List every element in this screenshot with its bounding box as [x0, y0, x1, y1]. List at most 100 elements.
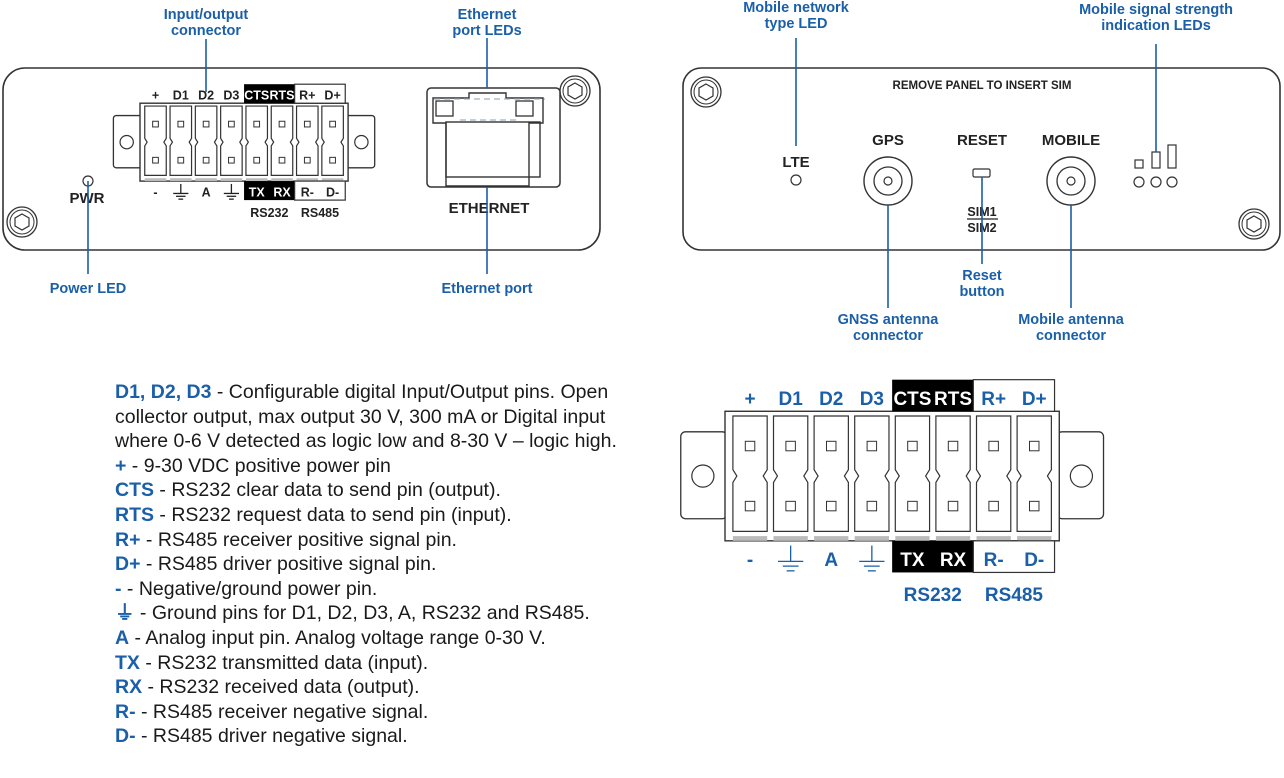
- pin-term: D+: [115, 553, 141, 576]
- mounting-hole-icon: [119, 134, 134, 150]
- rs485-top-label-box: [294, 83, 346, 104]
- ethernet-leds-callout-line1: Ethernet: [458, 7, 517, 23]
- pin-description-item: - - Negative/ground power pin.: [115, 577, 675, 602]
- mounting-hole-icon: [354, 134, 369, 150]
- pin-term: D-: [115, 725, 136, 748]
- pin-label-bottom: TX: [900, 550, 925, 571]
- terminal-screw: [202, 156, 210, 164]
- pin-label-top: D2: [819, 389, 843, 410]
- pin-term: A: [115, 626, 130, 649]
- pin-description-list: D1, D2, D3 - Configurable digital Input/…: [115, 380, 675, 749]
- terminal-screw: [826, 440, 837, 452]
- pin-description-text: - Ground pins for D1, D2, D3, A, RS232 a…: [134, 602, 590, 625]
- terminal-screw: [826, 500, 837, 512]
- connector-flange: [1056, 431, 1105, 520]
- screw-icon: [690, 76, 722, 108]
- pin-label-top: D3: [223, 88, 239, 102]
- pin-description-text: - Analog input pin. Analog voltage range…: [129, 626, 546, 649]
- pin-term: +: [115, 454, 127, 477]
- power-led-callout: Power LED: [50, 281, 127, 297]
- signal-leds-callout-line1: Mobile signal strength: [1079, 2, 1233, 18]
- rs485-bottom-label-box: [972, 540, 1056, 574]
- pin-label-bottom: TX: [249, 185, 266, 199]
- terminal-screw: [202, 120, 210, 128]
- terminal-tab: [245, 178, 268, 182]
- terminal-screw: [988, 440, 999, 452]
- pin-label-bottom: RX: [273, 185, 291, 199]
- pin-description-text: - Configurable digital Input/Output pins…: [115, 381, 617, 453]
- pin-description-item: RX - RS232 received data (output).: [115, 675, 675, 700]
- terminal-tab: [271, 178, 293, 182]
- terminal-screw: [278, 156, 286, 164]
- reset-label: RESET: [957, 132, 1007, 149]
- pin-term: CTS: [115, 479, 154, 502]
- io-connector-callout-line2: connector: [171, 23, 241, 39]
- terminal-tab: [814, 536, 849, 541]
- lte-led-icon: [790, 174, 802, 186]
- connector-flange: [112, 114, 143, 169]
- ethernet-led-icon: [515, 100, 534, 117]
- terminal-screw: [253, 120, 261, 128]
- gps-label: GPS: [872, 132, 904, 149]
- screw-icon: [6, 206, 38, 238]
- pin-label-bottom: RX: [940, 550, 967, 571]
- back-panel: REMOVE PANEL TO INSERT SIM LTE GPS RESET…: [682, 0, 1281, 344]
- terminal-screw: [744, 440, 756, 452]
- pin-term: ⏚: [115, 602, 135, 625]
- pwr-label: PWR: [70, 190, 105, 207]
- pin-description-item: R+ - RS485 receiver positive signal pin.: [115, 528, 675, 553]
- terminal-screw: [303, 156, 311, 164]
- terminal-tab: [895, 536, 930, 541]
- gps-antenna-connector-icon: [863, 156, 913, 206]
- connector-flange: [680, 431, 728, 520]
- pin-description-text: - RS485 receiver negative signal.: [135, 700, 429, 723]
- pin-label-top: CTS: [893, 389, 931, 410]
- terminal-screw: [278, 120, 286, 128]
- screw-icon: [1238, 208, 1270, 240]
- gnss-callout-line2: connector: [853, 328, 923, 344]
- pin-term: RTS: [115, 503, 154, 526]
- ground-icon: [223, 183, 239, 200]
- terminal-tab: [976, 536, 1011, 541]
- terminal-screw: [152, 156, 159, 164]
- signal-strength-icon: [1133, 144, 1178, 188]
- terminal-screw: [988, 500, 999, 512]
- connector-flange: [345, 114, 376, 169]
- rs232-top-label-box: [244, 84, 295, 104]
- terminal-tab: [773, 536, 808, 541]
- interface-group-label: RS232: [904, 585, 962, 606]
- pin-description-item: + - 9-30 VDC positive power pin: [115, 454, 675, 479]
- pin-description-text: - RS232 transmitted data (input).: [139, 651, 429, 674]
- terminal-pin: [854, 415, 890, 532]
- terminal-screw: [253, 156, 261, 164]
- terminal-pin: [813, 415, 849, 532]
- terminal-pin: [321, 105, 344, 176]
- mobile-callout-line2: connector: [1036, 328, 1106, 344]
- reset-button-icon[interactable]: [972, 168, 991, 178]
- signal-led-icon: [1150, 176, 1162, 188]
- pin-description-item: CTS - RS232 clear data to send pin (outp…: [115, 478, 675, 503]
- pin-label-bottom: -: [153, 185, 157, 199]
- pin-description-text: - 9-30 VDC positive power pin: [126, 454, 391, 477]
- terminal-screw: [177, 120, 185, 128]
- pin-label-top: D1: [778, 389, 803, 410]
- rs232-bottom-label-box: [244, 181, 295, 201]
- pin-description-item: D- - RS485 driver negative signal.: [115, 724, 675, 749]
- lte-label: LTE: [782, 154, 809, 171]
- pin-label-top: RTS: [270, 88, 295, 102]
- terminal-screw: [228, 120, 235, 128]
- mounting-hole-icon: [691, 464, 715, 488]
- terminal-tab: [195, 178, 217, 182]
- rs232-bottom-label-box: [892, 540, 974, 573]
- ethernet-port-callout: Ethernet port: [441, 281, 532, 297]
- pin-label-top: D3: [860, 389, 884, 410]
- terminal-screw: [785, 500, 796, 512]
- signal-bar-1: [1134, 159, 1144, 169]
- pin-label-top: RTS: [934, 389, 972, 410]
- pin-label-top: D2: [198, 88, 214, 102]
- terminal-pin: [975, 415, 1012, 532]
- network-type-callout-line2: type LED: [765, 16, 828, 32]
- pin-term: R+: [115, 528, 141, 551]
